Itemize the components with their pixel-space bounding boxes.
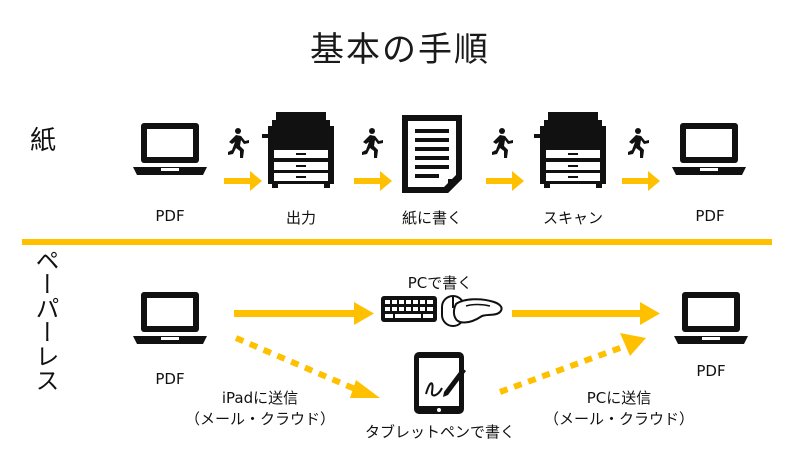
- arrow-to-pc: [234, 302, 374, 325]
- arrow-right: [622, 171, 660, 191]
- laptop-icon: [674, 292, 748, 344]
- arrow-to-tablet: [234, 335, 380, 398]
- step-label: スキャン: [542, 209, 603, 227]
- laptop-icon: [133, 292, 207, 344]
- runner-icon: [228, 128, 249, 158]
- send-ipad-label: iPadに送信: [221, 389, 299, 407]
- target-pdf-label: PDF: [696, 362, 726, 380]
- arrow-right: [224, 171, 262, 191]
- tablet-write-label: タブレットペンで書く: [364, 423, 515, 441]
- send-pc-sub-label: （メール・クラウド）: [543, 410, 694, 428]
- arrow-from-pc: [512, 302, 660, 325]
- keyboard-icon: [381, 296, 437, 322]
- row-label-paperless: ペーパーレス: [31, 248, 59, 392]
- step-label: PDF: [695, 207, 725, 225]
- arrow-right: [486, 171, 524, 191]
- arrow-from-tablet: [498, 333, 646, 395]
- runner-icon: [362, 128, 383, 158]
- printer-icon: [534, 112, 606, 188]
- arrow-right: [354, 171, 392, 191]
- send-ipad-sub-label: （メール・クラウド）: [185, 410, 336, 428]
- step-label: PDF: [155, 207, 185, 225]
- send-pc-label: PCに送信: [586, 389, 652, 407]
- printer-icon: [262, 112, 334, 188]
- step-label: 出力: [285, 209, 316, 227]
- row-label-paper: 紙: [30, 126, 57, 156]
- section-divider: [22, 239, 772, 245]
- page-title: 基本の手順: [310, 30, 490, 70]
- pc-write-label: PCで書く: [407, 274, 473, 292]
- runner-icon: [628, 128, 649, 158]
- laptop-icon: [133, 123, 207, 175]
- runner-icon: [492, 128, 513, 158]
- laptop-icon: [672, 123, 746, 175]
- tablet-pen-icon: [414, 352, 466, 414]
- document-icon: [402, 115, 462, 193]
- step-label: 紙に書く: [401, 209, 462, 227]
- source-pdf-label: PDF: [155, 370, 185, 388]
- mouse-hand-icon: [441, 295, 503, 327]
